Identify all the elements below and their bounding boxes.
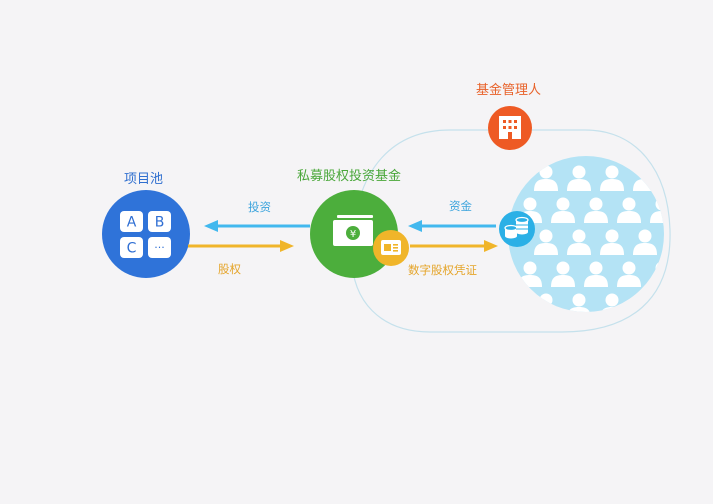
digital-cert-label: 数字股权凭证 bbox=[408, 263, 477, 277]
svg-text:B: B bbox=[155, 215, 165, 231]
manager-node bbox=[488, 106, 532, 150]
svg-text:¥: ¥ bbox=[350, 229, 356, 240]
svg-text:A: A bbox=[127, 215, 137, 231]
digital-cert-arrow bbox=[410, 240, 498, 252]
cell-more: ··· bbox=[148, 237, 171, 258]
svg-text:C: C bbox=[127, 241, 137, 257]
capital-label: 资金 bbox=[449, 199, 472, 213]
cash-icon: ¥ bbox=[333, 215, 373, 246]
manager-title: 基金管理人 bbox=[476, 83, 542, 98]
building-icon bbox=[499, 116, 521, 139]
project-pool-title: 项目池 bbox=[124, 172, 164, 187]
invest-arrow bbox=[204, 220, 310, 232]
fund-title: 私募股权投资基金 bbox=[297, 169, 402, 184]
cell-a: A bbox=[120, 211, 143, 232]
cell-b: B bbox=[148, 211, 171, 232]
equity-label: 股权 bbox=[218, 262, 241, 276]
svg-text:···: ··· bbox=[154, 241, 165, 254]
coins-icon bbox=[499, 211, 535, 247]
equity-arrow bbox=[188, 240, 294, 252]
capital-arrow bbox=[408, 220, 496, 232]
investors-node bbox=[508, 156, 664, 312]
cell-c: C bbox=[120, 237, 143, 258]
manager-boundary bbox=[351, 129, 671, 333]
certificate-icon bbox=[373, 230, 409, 266]
invest-label: 投资 bbox=[248, 200, 271, 214]
project-pool-node: A B C ··· bbox=[102, 190, 190, 278]
